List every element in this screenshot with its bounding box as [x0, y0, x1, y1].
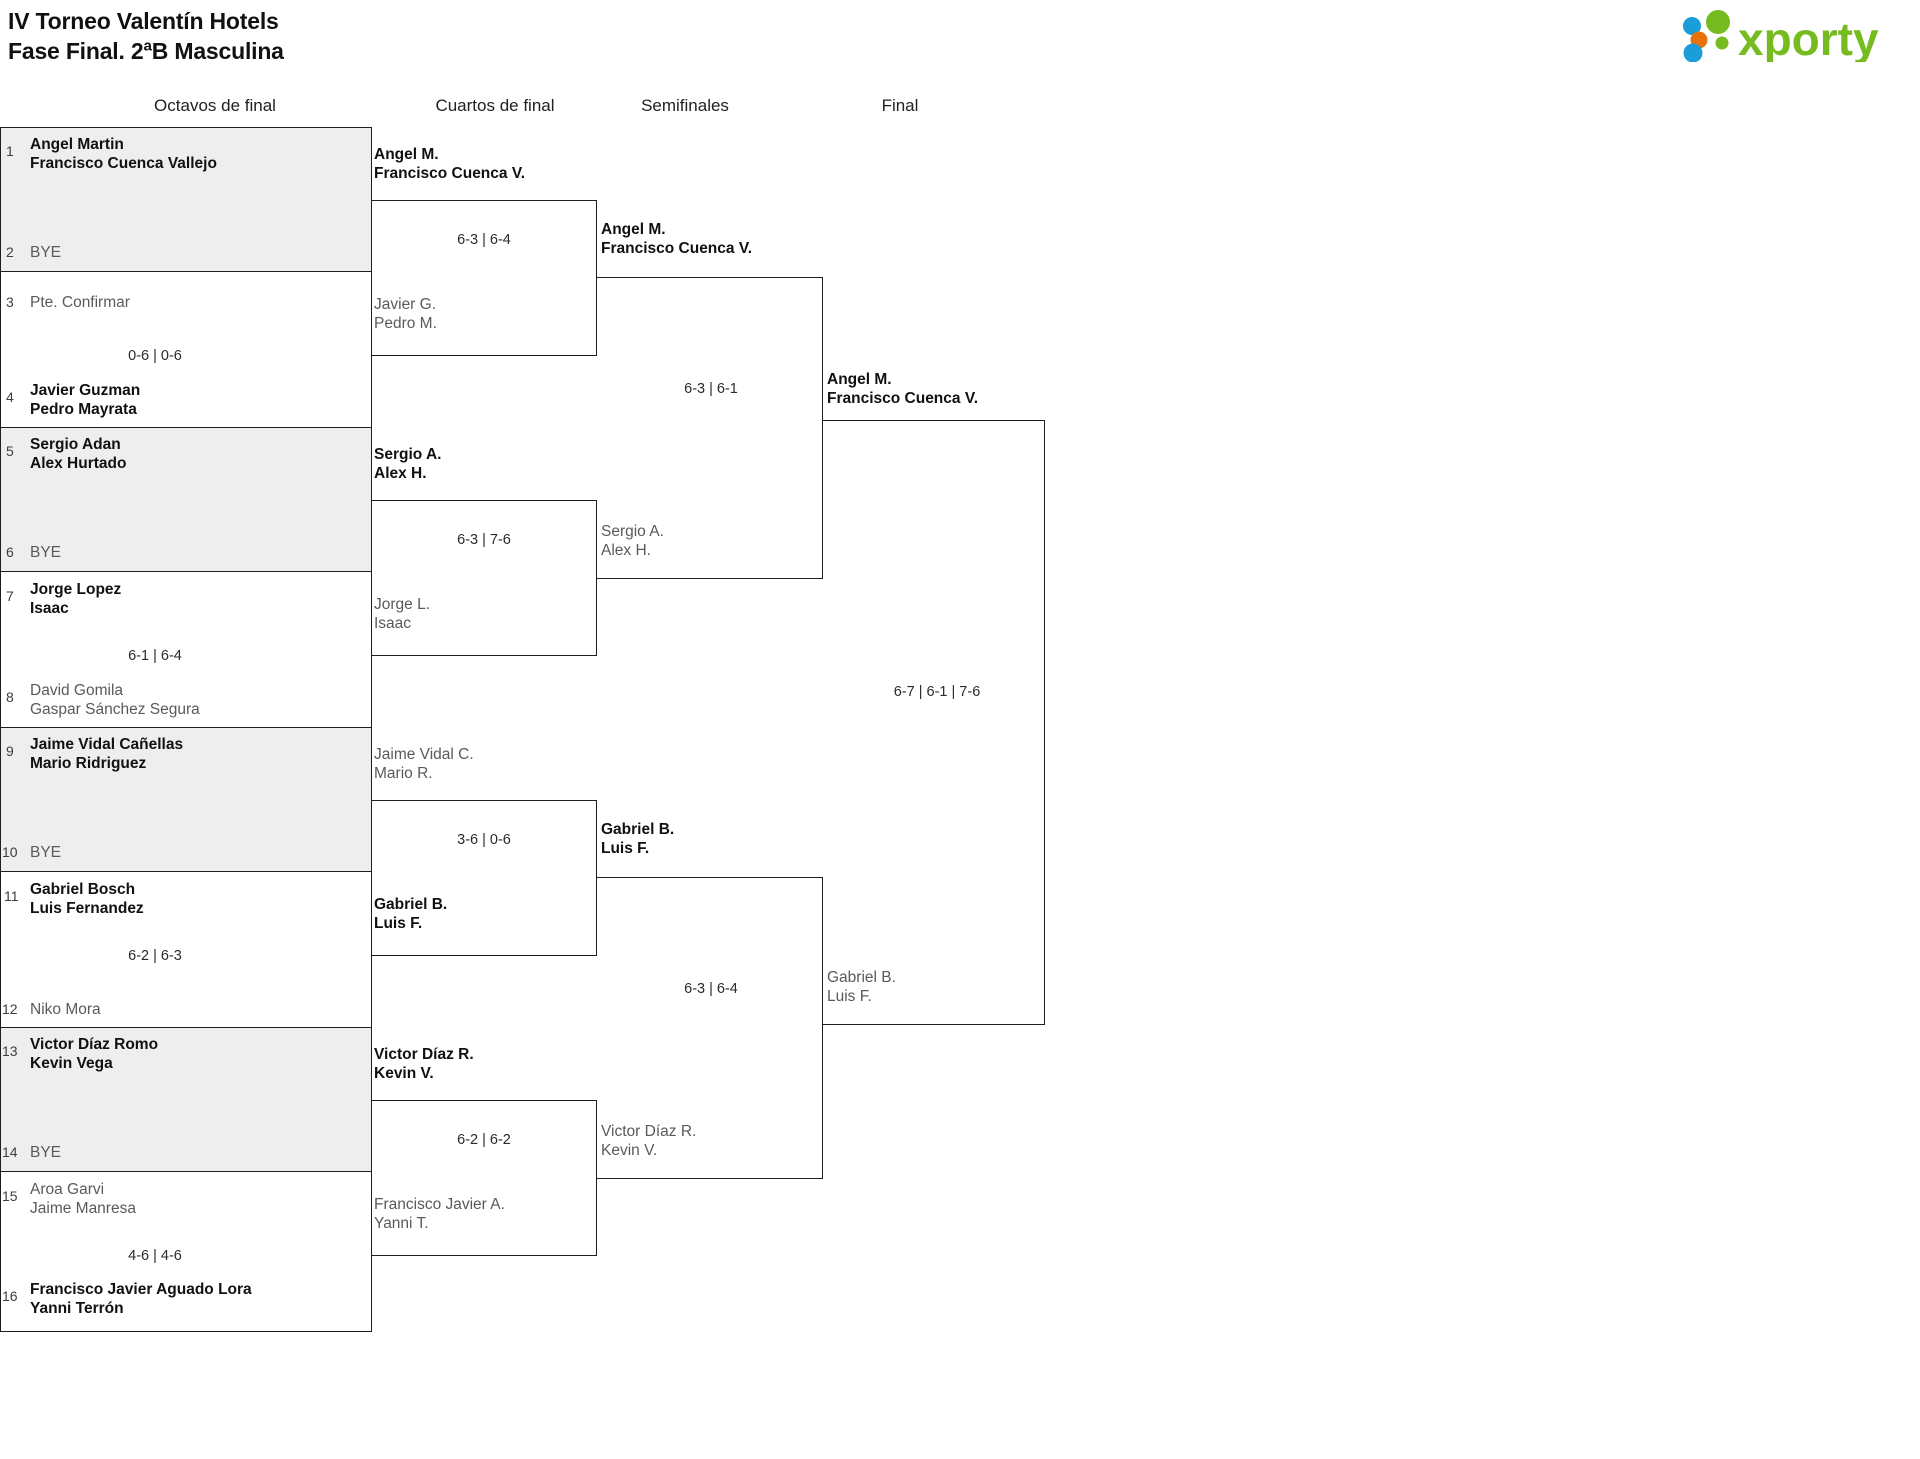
cuartos-connector-3 — [371, 800, 597, 956]
team-names: Gabriel B. Luis F. — [601, 821, 675, 857]
cuartos-connector-1 — [371, 200, 597, 356]
team-names: Sergio A. Alex H. — [374, 446, 442, 482]
team-names: Angel M. Francisco Cuenca V. — [827, 371, 979, 407]
divider — [0, 727, 372, 728]
team-names: Gabriel B. Luis F. — [374, 896, 448, 932]
team-names: Niko Mora — [30, 1001, 101, 1018]
team-names: Victor Díaz R. Kevin V. — [601, 1123, 697, 1159]
round-header-octavos: Octavos de final — [154, 96, 276, 115]
seed-number: 16 — [2, 1288, 18, 1304]
octavos-score-1: 0-6 | 0-6 — [128, 348, 182, 364]
team-names: Javier G. Pedro M. — [374, 296, 437, 332]
team-names: Angel M. Francisco Cuenca V. — [374, 146, 526, 182]
seed-number: 7 — [6, 588, 14, 604]
divider — [0, 1331, 372, 1332]
team-names: BYE — [30, 544, 62, 561]
semifinales-score-1: 6-3 | 6-1 — [684, 381, 738, 397]
team-names: Gabriel Bosch Luis Fernandez — [30, 881, 144, 917]
team-names: Francisco Javier A. Yanni T. — [374, 1196, 505, 1232]
cuartos-score-1: 6-3 | 6-4 — [457, 232, 511, 248]
team-names: Gabriel B. Luis F. — [827, 969, 896, 1005]
cuartos-score-4: 6-2 | 6-2 — [457, 1132, 511, 1148]
team-names: Victor Díaz Romo Kevin Vega — [30, 1036, 159, 1072]
final-connector — [823, 420, 1045, 1025]
cuartos-connector-2 — [371, 500, 597, 656]
seed-number: 1 — [6, 143, 14, 159]
round-header-cuartos: Cuartos de final — [435, 96, 555, 115]
seed-number: 6 — [6, 544, 14, 560]
tournament-name: IV Torneo Valentín Hotels — [8, 8, 279, 34]
seed-number: 12 — [2, 1001, 18, 1017]
team-names: Victor Díaz R. Kevin V. — [374, 1046, 474, 1082]
seed-number: 13 — [2, 1043, 18, 1059]
column-edge-left — [0, 127, 1, 1331]
seed-number: 9 — [6, 743, 14, 759]
tournament-phase: Fase Final. 2ªB Masculina — [8, 38, 284, 64]
team-names: David Gomila Gaspar Sánchez Segura — [30, 682, 200, 718]
team-names: Jaime Vidal Cañellas Mario Ridriguez — [30, 736, 184, 772]
octavos-match-1-bg — [0, 127, 372, 271]
team-names: BYE — [30, 844, 62, 861]
team-names: Jaime Vidal C. Mario R. — [374, 746, 474, 782]
octavos-score-2: 6-1 | 6-4 — [128, 648, 182, 664]
cuartos-connector-4 — [371, 1100, 597, 1256]
semifinales-connector-1 — [597, 277, 823, 579]
team-names: Sergio A. Alex H. — [601, 523, 664, 559]
team-names: BYE — [30, 244, 62, 261]
octavos-match-7-bg — [0, 1027, 372, 1171]
team-names: Jorge Lopez Isaac — [30, 581, 122, 617]
seed-number: 14 — [2, 1144, 18, 1160]
octavos-match-5-bg — [0, 727, 372, 871]
divider — [0, 871, 372, 872]
seed-number: 5 — [6, 443, 14, 459]
team-names: Pte. Confirmar — [30, 294, 130, 311]
column-edge-right — [371, 127, 372, 1331]
cuartos-score-3: 3-6 | 0-6 — [457, 832, 511, 848]
page-title: IV Torneo Valentín Hotels Fase Final. 2ª… — [8, 6, 284, 66]
round-header-semifinales: Semifinales — [641, 96, 729, 115]
team-names: BYE — [30, 1144, 62, 1161]
divider — [0, 427, 372, 428]
octavos-match-3-bg — [0, 427, 372, 571]
seed-number: 8 — [6, 689, 14, 705]
seed-number: 11 — [4, 888, 19, 904]
team-names: Jorge L. Isaac — [374, 596, 431, 632]
team-names: Angel M. Francisco Cuenca V. — [601, 221, 753, 257]
team-names: Javier Guzman Pedro Mayrata — [30, 382, 141, 418]
divider — [0, 571, 372, 572]
team-names: Francisco Javier Aguado Lora Yanni Terró… — [30, 1281, 252, 1317]
xporty-logo-svg: xporty — [1683, 10, 1879, 65]
svg-text:xporty: xporty — [1738, 13, 1879, 62]
seed-number: 3 — [6, 294, 14, 310]
divider — [0, 1171, 372, 1172]
semifinales-connector-2 — [597, 877, 823, 1179]
octavos-score-4: 4-6 | 4-6 — [128, 1248, 182, 1264]
team-names: Angel Martin Francisco Cuenca Vallejo — [30, 136, 217, 172]
octavos-score-3: 6-2 | 6-3 — [128, 948, 182, 964]
seed-number: 4 — [6, 389, 14, 405]
seed-number: 15 — [2, 1188, 18, 1204]
semifinales-score-2: 6-3 | 6-4 — [684, 981, 738, 997]
divider — [0, 271, 372, 272]
seed-number: 2 — [6, 244, 14, 260]
divider — [0, 127, 372, 128]
team-names: Aroa Garvi Jaime Manresa — [30, 1181, 136, 1217]
seed-number: 10 — [2, 844, 18, 860]
round-header-final: Final — [881, 96, 919, 115]
team-names: Sergio Adan Alex Hurtado — [30, 436, 127, 472]
divider — [0, 1027, 372, 1028]
xporty-logo: xporty — [1678, 10, 1896, 65]
final-score: 6-7 | 6-1 | 7-6 — [893, 684, 981, 700]
cuartos-score-2: 6-3 | 7-6 — [457, 532, 511, 548]
